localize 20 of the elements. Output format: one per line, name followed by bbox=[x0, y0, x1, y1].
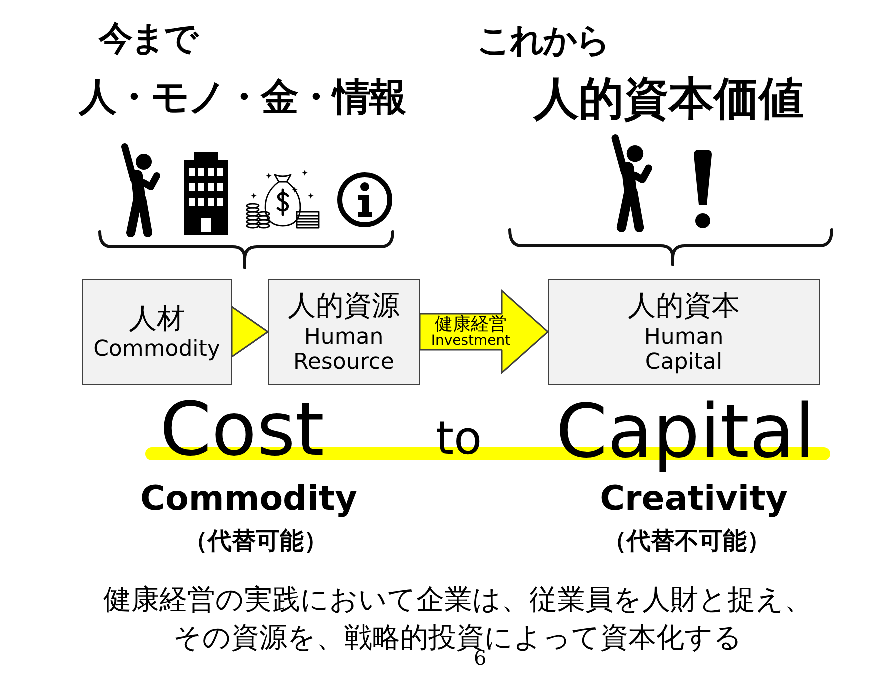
keyword: Creativity bbox=[600, 482, 788, 516]
box-subtitle: Human Capital bbox=[643, 324, 725, 376]
subheading: 人的資本価値 bbox=[534, 76, 804, 121]
box-subtitle: Human Resource bbox=[292, 324, 396, 376]
concept-box bbox=[268, 279, 420, 385]
concept-box bbox=[548, 279, 820, 385]
edge-label: 健康経営 Investment bbox=[430, 316, 512, 348]
column-heading: 今まで bbox=[99, 22, 197, 56]
box-heading: 人的資源 bbox=[288, 288, 400, 322]
box-heading: 人的資本 bbox=[628, 288, 740, 322]
triangle-arrow bbox=[231, 306, 269, 358]
box-subtitle: Commodity bbox=[94, 337, 220, 362]
subheading: 人・モノ・金・情報 bbox=[79, 78, 405, 116]
box-heading: 人材 bbox=[129, 302, 185, 336]
block-arrow bbox=[419, 289, 549, 375]
keyword: Commodity bbox=[140, 482, 358, 516]
note: （代替不可能） bbox=[603, 529, 771, 553]
note: （代替可能） bbox=[184, 529, 328, 553]
column-heading: これから bbox=[477, 24, 609, 58]
concept-box bbox=[82, 279, 232, 385]
